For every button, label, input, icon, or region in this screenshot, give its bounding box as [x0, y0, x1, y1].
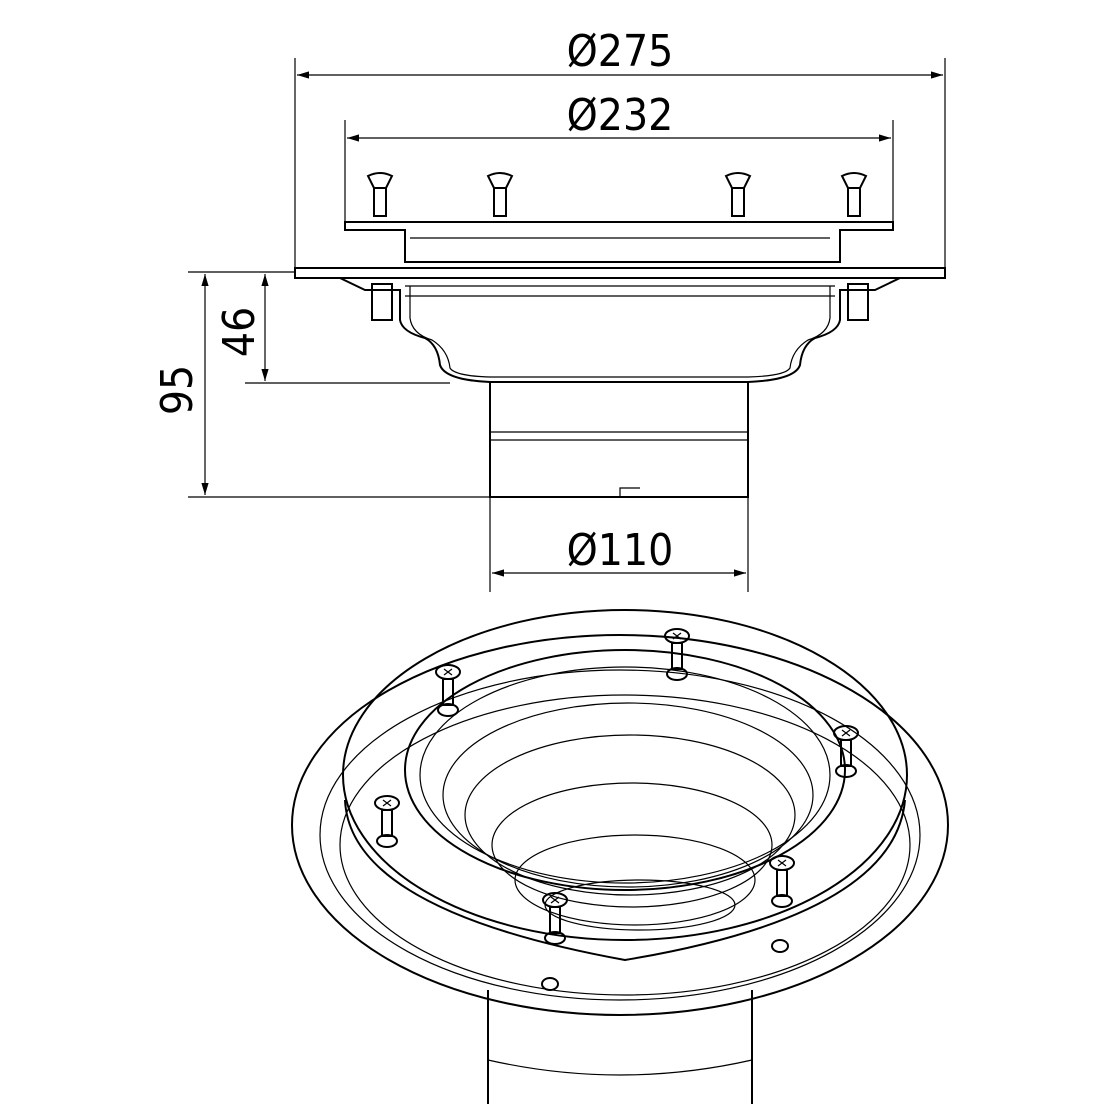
dimension-label-95: 95: [152, 365, 203, 415]
isometric-view: [291, 609, 949, 1104]
screw-icons-side: [366, 172, 868, 217]
dimension-label-46: 46: [214, 307, 265, 357]
dimension-label-110: Ø110: [567, 525, 674, 576]
screw-icons-iso: [374, 628, 859, 945]
dimension-label-232: Ø232: [567, 90, 674, 141]
dimension-label-275: Ø275: [567, 26, 674, 77]
side-view: Ø275 Ø232 95: [152, 26, 946, 592]
